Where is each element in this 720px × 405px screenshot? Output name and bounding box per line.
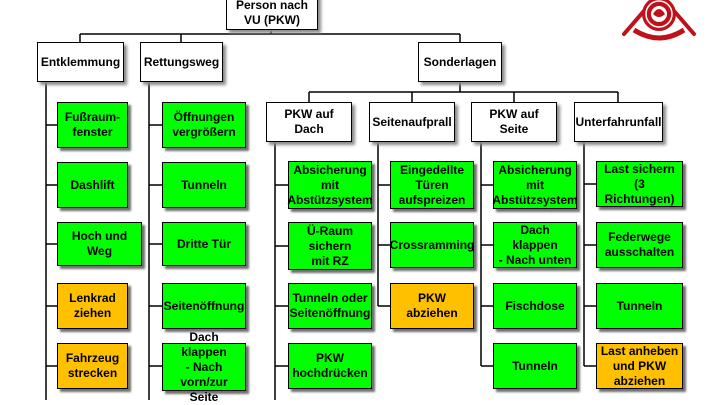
leaf-seitenaufprall-1: Eingedellte Türen aufspreizen — [390, 161, 474, 209]
leaf-entklemmung-5: Fahrzeug strecken — [57, 343, 128, 389]
leaf-pkw-auf-dach-1: Absicherung mit Abstützsystem — [287, 161, 373, 209]
leaf-rettungsweg-1: Öffnungen vergrößern — [162, 102, 246, 148]
leaf-pkw-auf-dach-3: Tunneln oder Seitenöffnung — [288, 283, 372, 329]
leaf-entklemmung-4: Lenkrad ziehen — [57, 283, 128, 329]
leaf-pkw-auf-dach-4: PKW hochdrücken — [288, 343, 372, 389]
leaf-rettungsweg-5: Dach klappen - Nach vorn/zur Seite — [162, 330, 246, 404]
leaf-seitenaufprall-3: PKW abziehen — [390, 283, 474, 329]
leaf-seitenaufprall-2: Crossramming — [390, 222, 474, 268]
leaf-unterfahrunfall-1: Last sichern (3 Richtungen) — [596, 161, 683, 207]
leaf-entklemmung-1: Fußraum- fenster — [57, 102, 128, 148]
header-seitenaufprall: Seitenaufprall — [369, 102, 455, 142]
leaf-pkw-auf-seite-3: Fischdose — [493, 283, 577, 329]
leaf-entklemmung-3: Hoch und Weg — [57, 222, 142, 266]
header-unterfahrunfall: Unterfahrunfall — [574, 102, 663, 142]
fire-department-emblem-icon — [622, 0, 696, 41]
header-pkw-auf-seite: PKW auf Seite — [471, 102, 557, 142]
root-node: Person nach VU (PKW) — [226, 0, 318, 30]
leaf-entklemmung-2: Dashlift — [57, 162, 128, 208]
leaf-unterfahrunfall-2: Federwege ausschalten — [596, 222, 683, 268]
leaf-rettungsweg-3: Dritte Tür — [162, 222, 246, 266]
leaf-unterfahrunfall-4: Last anheben und PKW abziehen — [596, 343, 683, 389]
header-sonderlagen: Sonderlagen — [418, 42, 502, 82]
leaf-pkw-auf-seite-2: Dach klappen - Nach unten — [493, 222, 577, 268]
header-rettungsweg: Rettungsweg — [140, 42, 223, 82]
header-entklemmung: Entklemmung — [37, 42, 124, 82]
leaf-pkw-auf-seite-1: Absicherung mit Abstützsystem — [492, 161, 578, 209]
header-pkw-auf-dach: PKW auf Dach — [266, 102, 352, 142]
leaf-pkw-auf-dach-2: Ü-Raum sichern mit RZ — [288, 222, 372, 270]
leaf-rettungsweg-4: Seitenöffnung — [162, 283, 246, 329]
leaf-pkw-auf-seite-4: Tunneln — [493, 343, 577, 389]
leaf-rettungsweg-2: Tunneln — [162, 162, 246, 208]
leaf-unterfahrunfall-3: Tunneln — [596, 283, 683, 329]
